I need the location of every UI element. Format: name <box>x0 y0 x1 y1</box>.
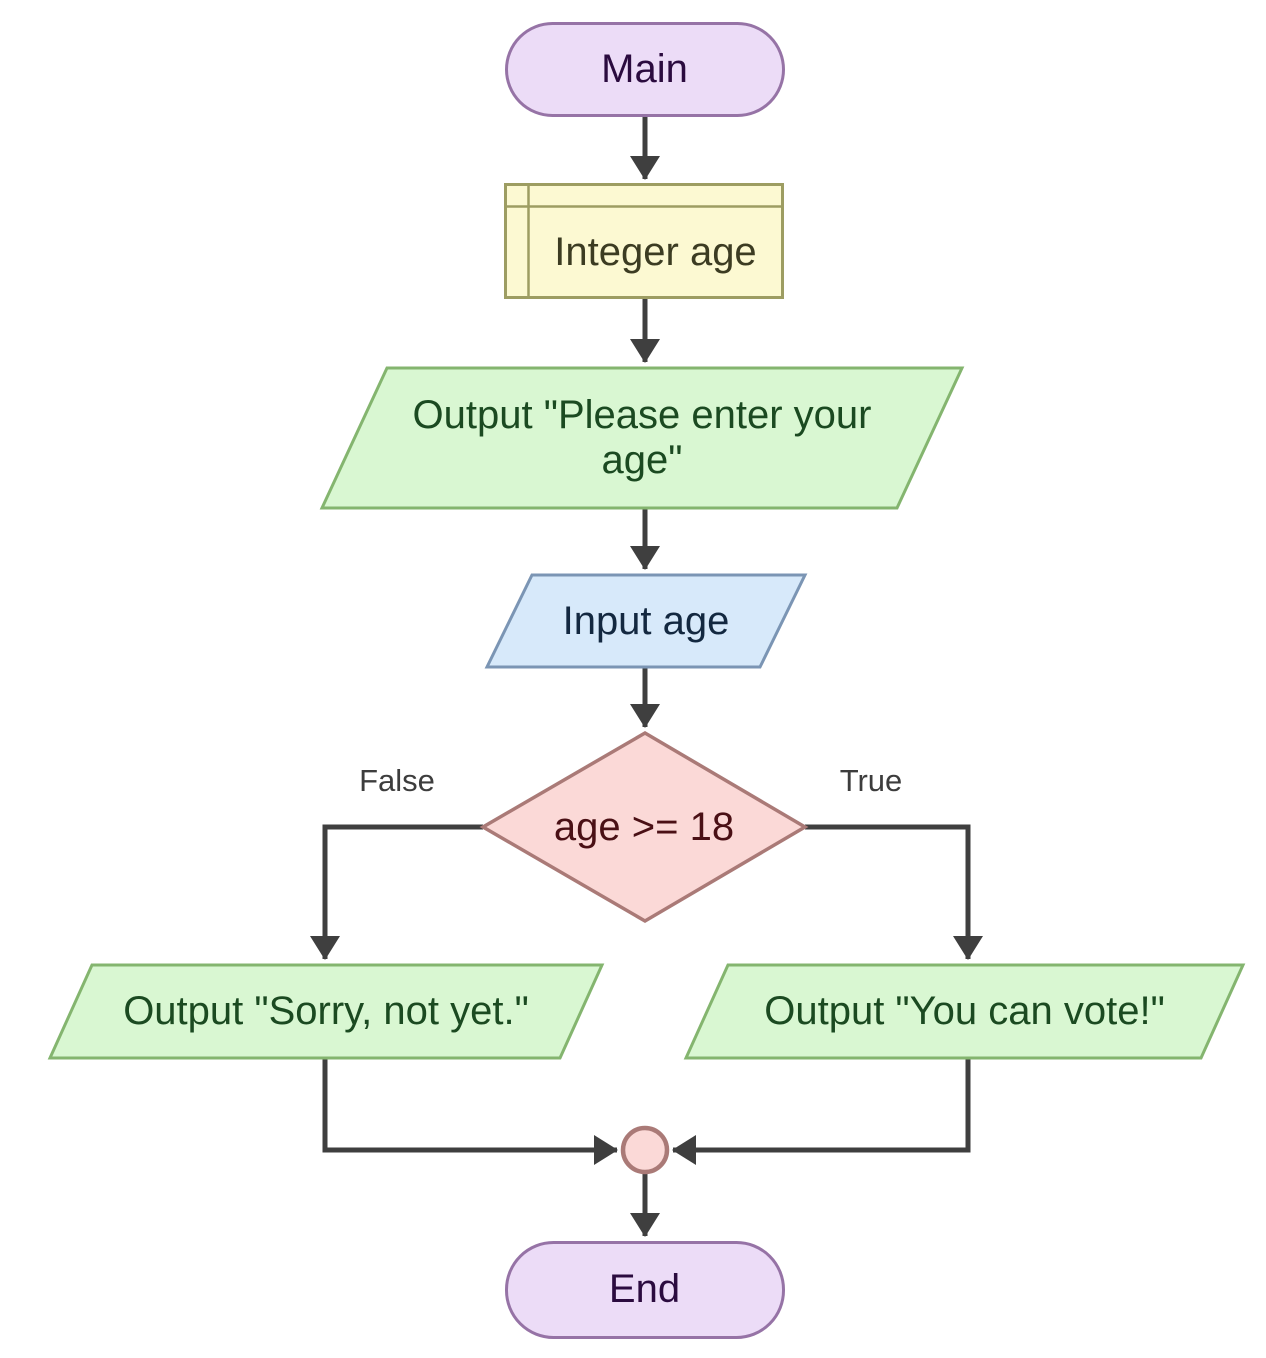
edge-decision-false <box>310 824 483 960</box>
edge-true-merge <box>672 1058 971 1165</box>
declaration-box <box>504 183 784 299</box>
edge-false-merge <box>322 1058 618 1165</box>
node-output-vote <box>683 963 1246 1060</box>
node-declare-age <box>504 183 784 299</box>
edge-layer <box>310 116 983 1237</box>
node-end-terminator <box>505 1241 785 1339</box>
node-output-sorry <box>47 963 605 1060</box>
edge-decision-true <box>805 824 983 960</box>
merge-connector-circle <box>620 1125 670 1175</box>
node-decision-diamond <box>479 730 809 924</box>
node-output-prompt <box>319 366 965 510</box>
node-main-terminator <box>505 22 785 117</box>
node-input-age <box>484 573 808 669</box>
